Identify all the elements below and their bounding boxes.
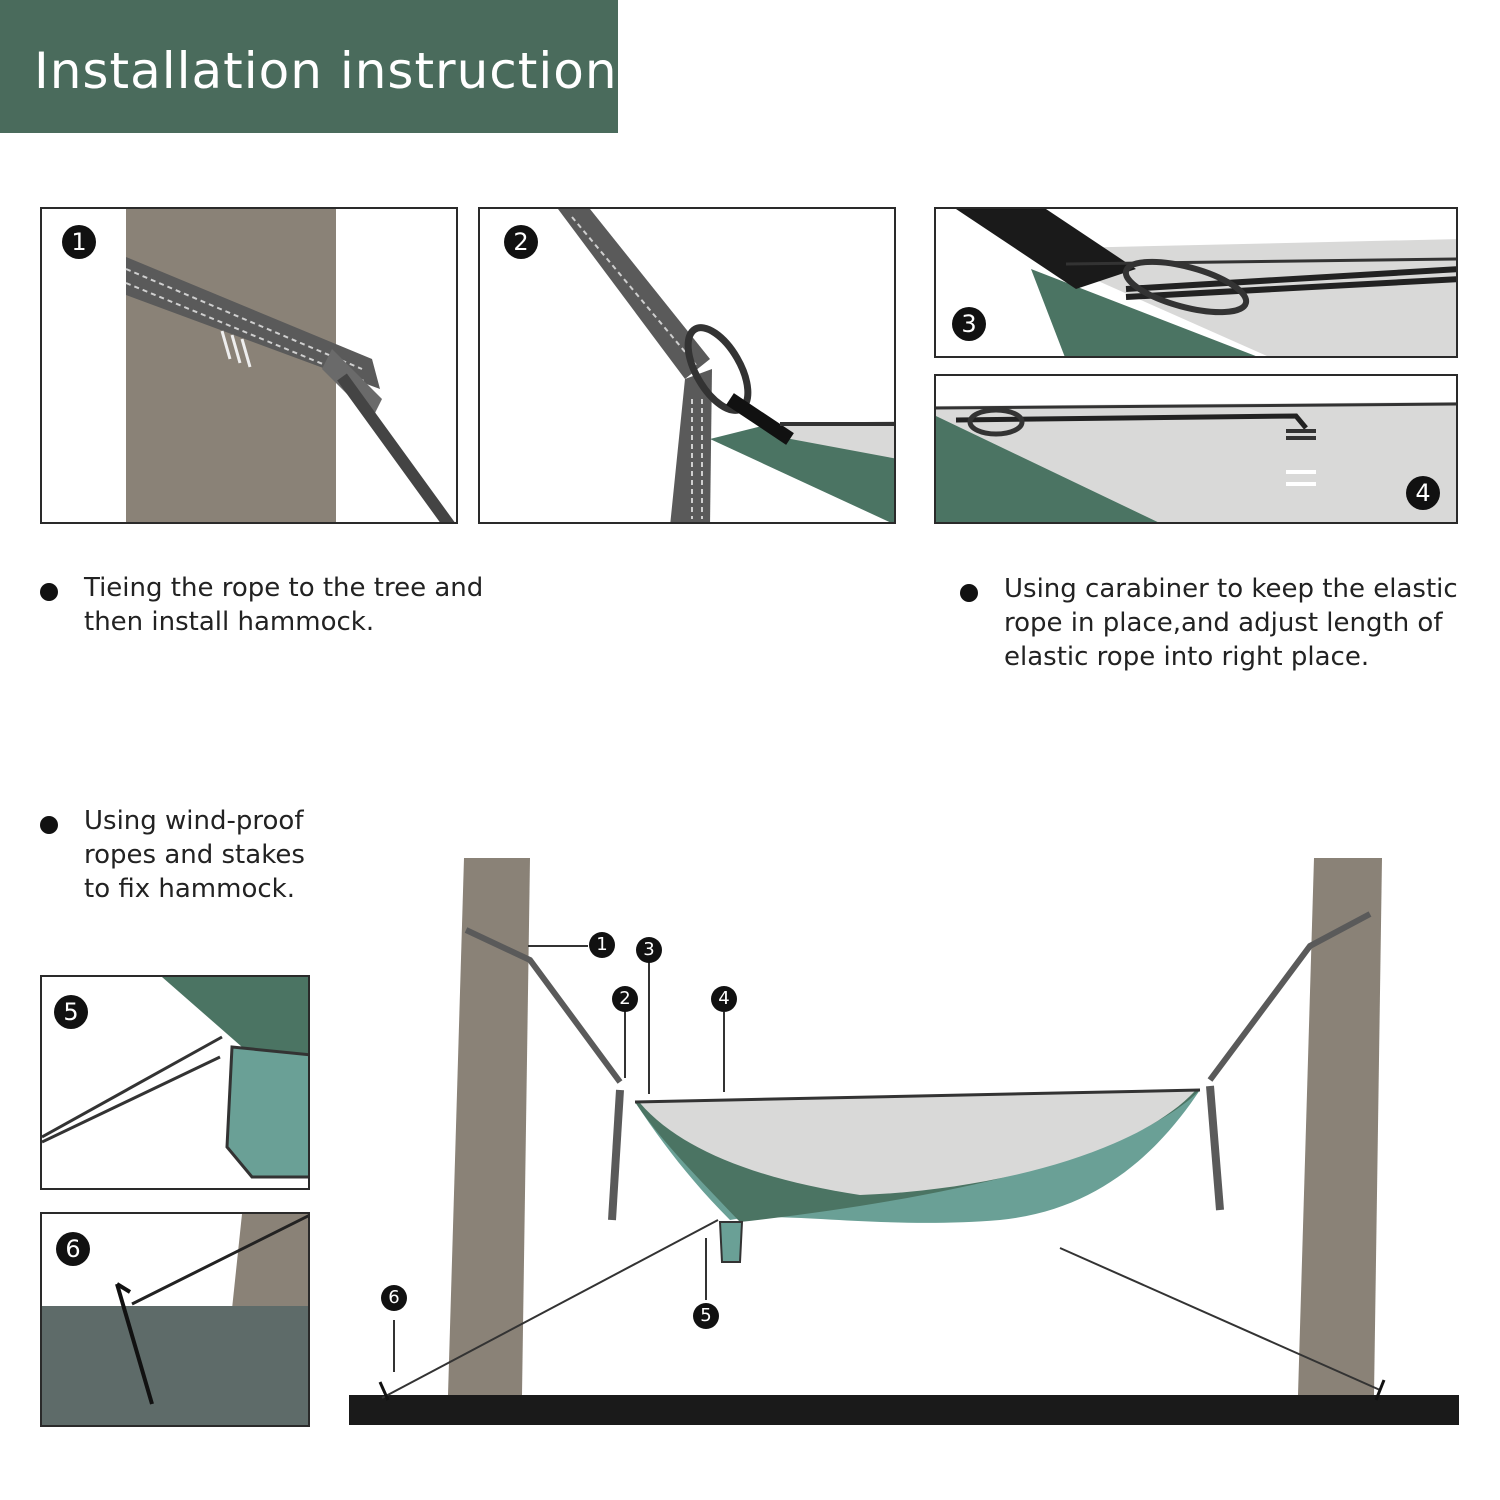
step-5-badge: 5: [54, 995, 88, 1029]
step-3-panel: 3: [934, 207, 1458, 358]
step-6-panel: 6: [40, 1212, 310, 1427]
ground: [349, 1395, 1459, 1425]
bullet-dot: [40, 583, 58, 601]
header-banner: Installation instructions: [0, 0, 644, 133]
mosquito-net: [640, 1091, 1195, 1195]
note-step-5-6-line-1: Using wind-proof: [84, 806, 304, 836]
right-strap-tail: [1206, 1085, 1224, 1211]
note-step-3-4-line-2: rope in place,and adjust length of: [1004, 608, 1443, 638]
note-step-3-4-line-1: Using carabiner to keep the elastic: [1004, 574, 1458, 604]
step-1-badge: 1: [62, 225, 96, 259]
note-step-5-6-line-2: ropes and stakes: [84, 840, 305, 870]
step-6-illustration: [42, 1214, 308, 1425]
step-4-panel: 4: [934, 374, 1458, 524]
note-step-3-4-line-3: elastic rope into right place.: [1004, 642, 1370, 672]
note-step-5-6: Using wind-proof ropes and stakes to fix…: [40, 804, 340, 908]
step-1-illustration: [125, 209, 455, 522]
step-6-badge: 6: [56, 1232, 90, 1266]
step-4-illustration: [936, 402, 1456, 522]
step-2-panel: 2: [478, 207, 896, 524]
note-step-1-line-2: then install hammock.: [84, 607, 375, 637]
left-strap-tail: [608, 1089, 624, 1221]
right-tree: [1298, 858, 1382, 1395]
left-stake: [378, 1381, 390, 1401]
step-2-illustration: [558, 209, 894, 522]
storage-pocket: [718, 1221, 744, 1263]
step-5-panel: 5: [40, 975, 310, 1190]
step-3-illustration: [956, 209, 1456, 356]
step-1-panel: 1: [40, 207, 458, 524]
step-3-badge: 3: [952, 307, 986, 341]
bullet-dot: [960, 584, 978, 602]
note-step-5-6-line-3: to fix hammock.: [84, 874, 295, 904]
page-title: Installation instructions: [34, 42, 645, 100]
right-stake: [1374, 1379, 1386, 1401]
right-wind-rope: [1059, 1247, 1381, 1391]
callout-4: 4: [711, 986, 737, 1012]
ridge-line: [634, 1088, 1201, 1104]
bullet-dot: [40, 816, 58, 834]
callout-3: 3: [636, 937, 662, 963]
note-step-1: Tieing the rope to the tree and then ins…: [40, 571, 500, 641]
step-5-illustration: [42, 977, 308, 1179]
callout-5: 5: [693, 1303, 719, 1329]
left-tree: [448, 858, 530, 1395]
left-strap: [464, 927, 623, 1084]
step-4-badge: 4: [1406, 476, 1440, 510]
callout-6: 6: [381, 1285, 407, 1311]
note-step-1-line-1: Tieing the rope to the tree and: [84, 573, 484, 603]
callout-1: 1: [589, 932, 615, 958]
step-2-badge: 2: [504, 225, 538, 259]
hammock-overview-illustration: [349, 858, 1459, 1425]
note-step-3-4: Using carabiner to keep the elastic rope…: [960, 572, 1480, 676]
callout-2: 2: [612, 986, 638, 1012]
right-strap: [1207, 911, 1372, 1082]
left-wind-rope: [381, 1219, 719, 1399]
